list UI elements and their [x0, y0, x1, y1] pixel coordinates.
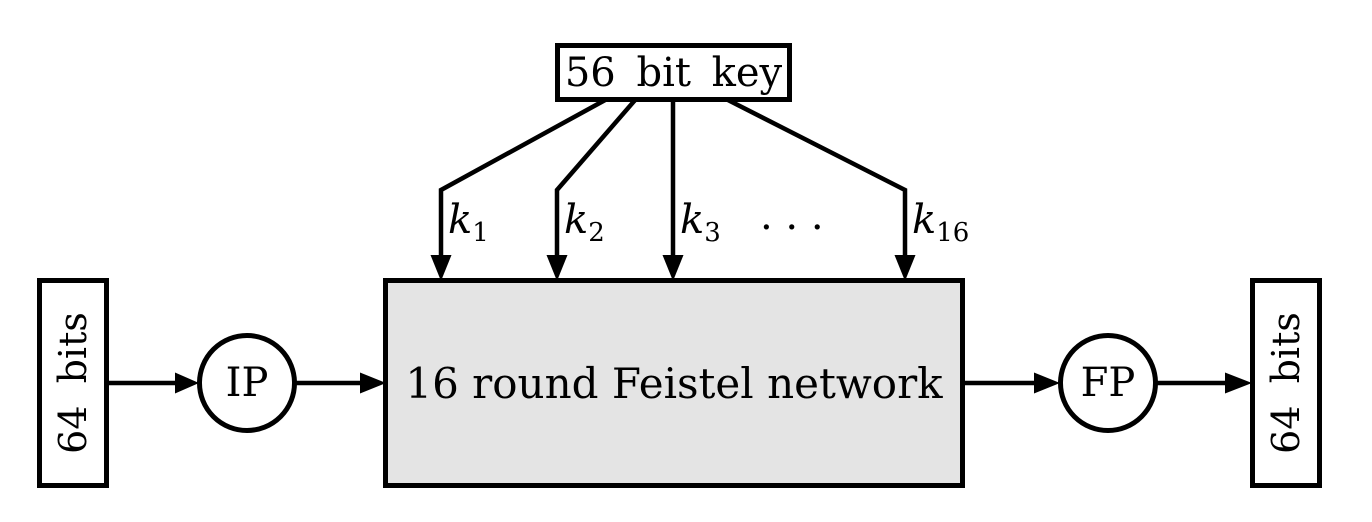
round-key-k16-base: k	[912, 197, 937, 243]
arrow-feistel-to-fp-head	[1034, 372, 1060, 394]
round-key-label-k2: k2	[564, 196, 605, 257]
ip-node-label: IP	[225, 360, 269, 406]
round-key-k1-base: k	[448, 197, 473, 243]
fp-node: FP	[1058, 333, 1158, 433]
round-key-k16-subscript: 16	[936, 218, 970, 248]
ip-node: IP	[197, 333, 297, 433]
round-key-k2-base: k	[564, 197, 589, 243]
key-box: 56 bit key	[555, 43, 792, 102]
round-key-k3-subscript: 3	[704, 218, 721, 248]
arrow-input-to-ip-head	[175, 372, 199, 394]
round-key-k1-subscript: 1	[472, 218, 489, 248]
feistel-network-box: 16 round Feistel network	[383, 278, 965, 488]
key-box-label: 56 bit key	[564, 49, 783, 96]
round-key-k3-base: k	[680, 197, 705, 243]
round-key-label-k3: k3	[680, 196, 721, 257]
round-key-label-k16: k16	[912, 196, 969, 257]
round-key-k2-subscript: 2	[588, 218, 605, 248]
round-key-ellipsis: . . .	[760, 193, 824, 239]
round-key-label-k1: k1	[448, 196, 489, 257]
input-bits-box: 64 bits	[37, 278, 109, 488]
feistel-network-label: 16 round Feistel network	[405, 358, 943, 408]
fp-node-label: FP	[1080, 360, 1136, 406]
output-bits-label: 64 bits	[1264, 312, 1308, 454]
input-bits-label: 64 bits	[51, 312, 95, 454]
output-bits-box: 64 bits	[1250, 278, 1322, 488]
arrow-fp-to-output-head	[1225, 372, 1252, 394]
